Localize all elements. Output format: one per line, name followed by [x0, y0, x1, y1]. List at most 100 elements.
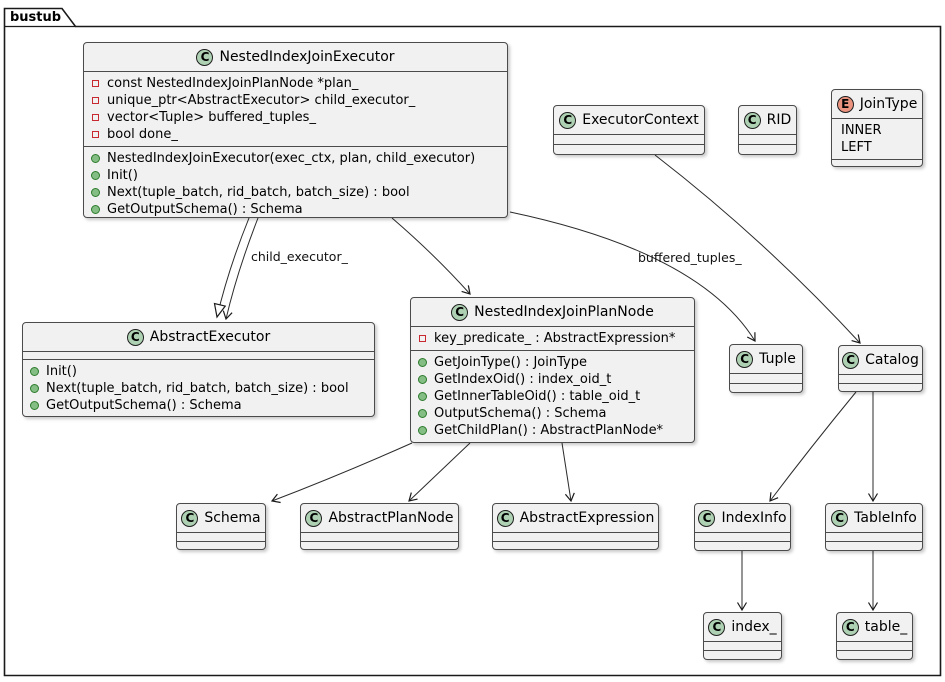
method-text: NestedIndexJoinExecutor(exec_ctx, plan, … [107, 151, 476, 166]
methods-section: Init() Next(tuple_batch, rid_batch, batc… [23, 359, 374, 417]
class-title: C AbstractExpression [493, 504, 658, 532]
field-text: const NestedIndexJoinPlanNode *plan_ [107, 76, 359, 91]
class-index-underscore: C index_ [703, 612, 782, 660]
class-title: C IndexInfo [695, 504, 790, 532]
class-name: TableInfo [854, 510, 917, 526]
class-icon: C [736, 350, 754, 368]
edge-executor-extends-abstractexecutor [213, 217, 250, 319]
class-icon: C [181, 509, 199, 527]
public-method-icon [418, 375, 427, 384]
methods-section [177, 540, 265, 550]
method-row: Next(tuple_batch, rid_batch, batch_size)… [30, 380, 367, 397]
class-name: table_ [864, 619, 908, 635]
field-row: vector<Tuple> buffered_tuples_ [91, 109, 500, 126]
field-row: key_predicate_ : AbstractExpression* [418, 330, 687, 347]
method-text: Init() [46, 364, 77, 379]
field-row: unique_ptr<AbstractExecutor> child_execu… [91, 92, 500, 109]
public-method-icon [30, 367, 39, 376]
private-field-icon [92, 97, 99, 104]
field-text: bool done_ [107, 127, 178, 142]
public-method-icon [91, 188, 100, 197]
class-title: C TableInfo [826, 504, 922, 532]
private-field-icon [92, 114, 99, 121]
public-method-icon [418, 392, 427, 401]
method-row: Next(tuple_batch, rid_batch, batch_size)… [91, 184, 500, 201]
class-name: NestedIndexJoinExecutor [219, 49, 395, 65]
private-field-icon [92, 131, 99, 138]
methods-section: NestedIndexJoinExecutor(exec_ctx, plan, … [84, 146, 507, 221]
edge-plannode-abstractplannode [408, 442, 471, 502]
enum-name: JoinType [859, 96, 918, 112]
class-title: C Catalog [839, 346, 922, 374]
class-name: RID [766, 112, 792, 128]
fields-section: key_predicate_ : AbstractExpression* [411, 326, 694, 350]
method-row: NestedIndexJoinExecutor(exec_ctx, plan, … [91, 150, 500, 167]
class-title: C NestedIndexJoinPlanNode [411, 298, 694, 326]
methods-section [554, 144, 704, 154]
fields-section: const NestedIndexJoinPlanNode *plan_ uni… [84, 71, 507, 146]
method-text: GetOutputSchema() : Schema [46, 398, 242, 413]
methods-section [826, 541, 922, 550]
class-schema: C Schema [176, 503, 266, 550]
fields-section [730, 373, 802, 383]
methods-section [493, 540, 658, 550]
method-row: OutputSchema() : Schema [418, 405, 687, 422]
fields-section [177, 532, 265, 541]
class-icon: C [842, 351, 860, 369]
class-title: C NestedIndexJoinExecutor [84, 43, 507, 71]
fields-section [493, 532, 658, 541]
methods-section [832, 159, 922, 167]
method-row: Init() [30, 363, 367, 380]
enum-icon: E [836, 95, 854, 113]
method-row: GetJoinType() : JoinType [418, 354, 687, 371]
class-abstract-executor: C AbstractExecutor Init() Next(tuple_bat… [22, 322, 375, 417]
enum-value: LEFT [841, 140, 872, 155]
class-index-info: C IndexInfo [694, 503, 791, 551]
field-text: vector<Tuple> buffered_tuples_ [107, 110, 316, 125]
class-nested-index-join-plan-node: C NestedIndexJoinPlanNode key_predicate_… [410, 297, 695, 443]
fields-section [704, 641, 781, 650]
edge-catalog-indexinfo [769, 391, 857, 502]
private-field-icon [419, 335, 426, 342]
class-executor-context: C ExecutorContext [553, 105, 705, 155]
methods-section [704, 650, 781, 659]
private-field-icon [92, 80, 99, 87]
fields-section [554, 134, 704, 144]
enum-values-section: INNER LEFT [832, 118, 922, 159]
class-name: ExecutorContext [582, 112, 699, 128]
fields-section [301, 532, 458, 541]
class-icon: C [496, 509, 514, 527]
class-abstract-plan-node: C AbstractPlanNode [300, 503, 459, 550]
method-text: Next(tuple_batch, rid_batch, batch_size)… [107, 185, 410, 200]
methods-section [839, 382, 922, 392]
class-nested-index-join-executor: C NestedIndexJoinExecutor const NestedIn… [83, 42, 508, 218]
class-catalog: C Catalog [838, 345, 923, 392]
class-name: AbstractExecutor [149, 329, 271, 345]
class-title: C Tuple [730, 345, 802, 373]
class-icon: C [126, 328, 144, 346]
class-icon: C [743, 111, 761, 129]
methods-section [695, 541, 790, 550]
class-icon: C [831, 509, 849, 527]
class-name: index_ [731, 619, 777, 635]
class-title: C AbstractExecutor [23, 323, 374, 351]
public-method-icon [91, 205, 100, 214]
class-name: AbstractExpression [519, 510, 655, 526]
class-name: NestedIndexJoinPlanNode [474, 304, 654, 320]
public-method-icon [418, 409, 427, 418]
class-title: C RID [739, 106, 796, 134]
edge-label-child-executor: child_executor_ [251, 249, 348, 264]
methods-section [837, 650, 912, 659]
class-icon: C [305, 509, 323, 527]
edge-executor-bufferedtuples-tuple [509, 211, 756, 342]
package-frame-border [3, 7, 942, 677]
package-title: bustub [10, 10, 62, 25]
class-title: C ExecutorContext [554, 106, 704, 134]
methods-section [730, 382, 802, 393]
edge-executor-childexecutor-abstractexecutor [222, 217, 259, 321]
class-name: Catalog [865, 352, 919, 368]
method-row: GetChildPlan() : AbstractPlanNode* [418, 422, 687, 439]
class-name: Schema [204, 510, 261, 526]
method-text: GetInnerTableOid() : table_oid_t [434, 389, 641, 404]
